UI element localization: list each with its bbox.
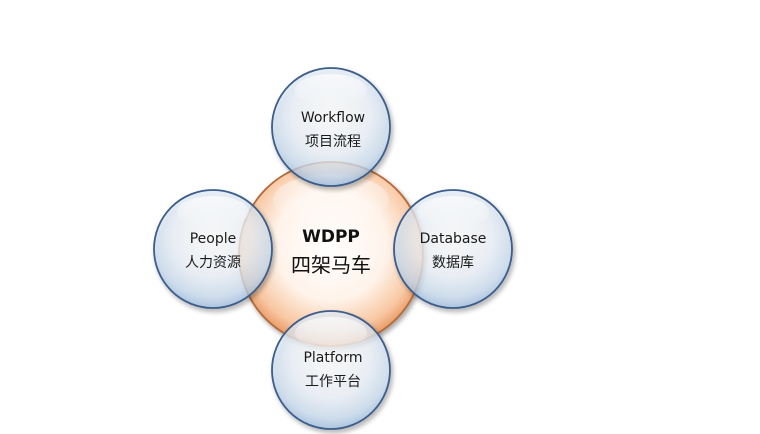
workflow-label-en: Workflow: [301, 110, 365, 126]
database-label-cn: 数据库: [432, 255, 474, 271]
center-title-cn: 四架马车: [291, 253, 371, 277]
node-database: [393, 189, 513, 309]
people-label-en: People: [190, 231, 237, 247]
database-label-en: Database: [420, 231, 487, 247]
node-platform: [271, 310, 391, 430]
platform-label-en: Platform: [303, 350, 362, 366]
people-label-cn: 人力资源: [185, 255, 241, 271]
workflow-label-cn: 项目流程: [305, 134, 361, 150]
platform-label-cn: 工作平台: [305, 374, 361, 390]
center-title-en: WDPP: [302, 227, 360, 247]
center-circle: [238, 161, 424, 347]
node-workflow: [271, 67, 391, 187]
node-people: [153, 189, 273, 309]
